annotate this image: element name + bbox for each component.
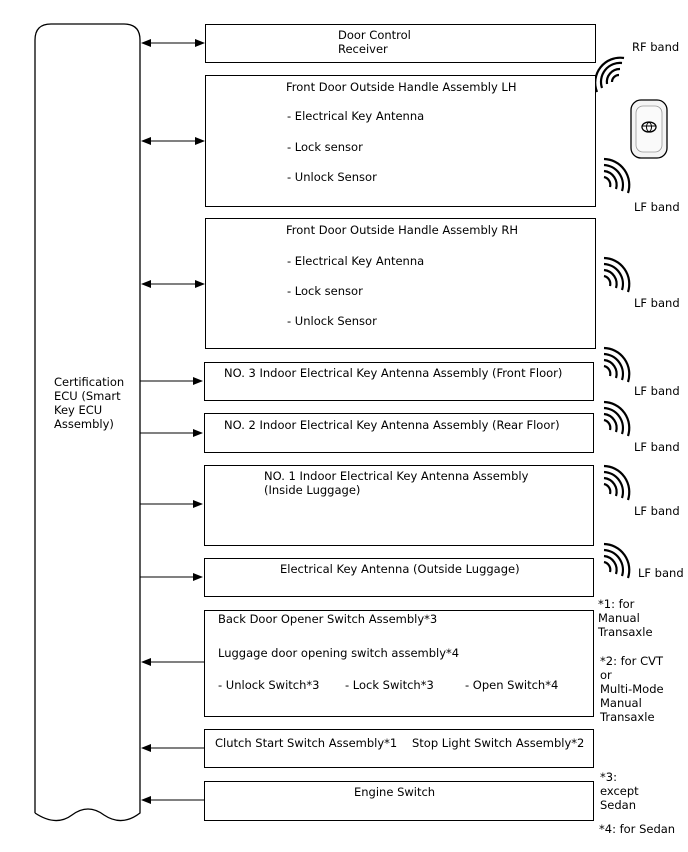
lf-band-label: LF band (634, 296, 680, 310)
lf-band-label: LF band (634, 200, 680, 214)
note-line: *1: for (598, 597, 635, 611)
lf-band-label: LF band (634, 384, 680, 398)
radio-wave-icon-no2 (603, 400, 631, 437)
note-1: *1: for Manual Transaxle (598, 597, 653, 639)
lf-band-label: LF band (638, 566, 684, 580)
note-line: or (600, 668, 612, 682)
engine-switch-box (204, 781, 594, 821)
no1-label-line: (Inside Luggage) (264, 483, 361, 497)
front-door-handle-rh-box (205, 218, 596, 349)
backdoor-line1: Back Door Opener Switch Assembly*3 (218, 612, 438, 626)
outside-luggage-antenna-box (204, 558, 594, 597)
no2-label: NO. 2 Indoor Electrical Key Antenna Asse… (224, 418, 560, 432)
backdoor-line2: Luggage door opening switch assembly*4 (218, 646, 460, 660)
back-door-switch-box (204, 610, 594, 717)
lh-item: - Unlock Sensor (287, 170, 377, 184)
outside-label: Electrical Key Antenna (Outside Luggage) (280, 562, 520, 576)
engine-label: Engine Switch (354, 785, 436, 799)
lh-title: Front Door Outside Handle Assembly LH (286, 80, 517, 94)
radio-wave-icon-rh (603, 256, 631, 293)
smart-key-fob-icon (630, 99, 668, 159)
note-line: Multi-Mode (600, 682, 664, 696)
note-line: Manual (600, 696, 642, 710)
rh-item: - Electrical Key Antenna (287, 254, 425, 268)
clutch-stoplight-box (204, 729, 594, 768)
radio-wave-icon-lh (603, 157, 631, 194)
front-door-handle-lh-box (205, 75, 596, 207)
ecu-label-line: ECU (Smart (54, 389, 121, 403)
note-line: *2: for CVT (600, 654, 663, 668)
no3-label: NO. 3 Indoor Electrical Key Antenna Asse… (224, 366, 563, 380)
radio-wave-icon-no3 (603, 346, 631, 383)
open-switch-label: - Open Switch*4 (465, 678, 559, 692)
note-line: except (600, 784, 639, 798)
radio-wave-icon-no1 (603, 464, 631, 501)
door-control-receiver-box (205, 24, 596, 63)
receiver-label-line: Door Control (338, 28, 411, 42)
no3-antenna-box (204, 362, 594, 401)
receiver-label: Door Control Receiver (338, 28, 411, 56)
rh-item: - Lock sensor (287, 284, 363, 298)
ecu-label-line: Key ECU (54, 403, 103, 417)
note-4: *4: for Sedan (599, 822, 675, 836)
no1-label-line: NO. 1 Indoor Electrical Key Antenna Asse… (264, 469, 529, 483)
ecu-outline (34, 23, 141, 822)
no2-antenna-box (204, 413, 594, 453)
note-line: Transaxle (600, 710, 655, 724)
note-line: *4: for Sedan (599, 822, 676, 836)
lh-item: - Lock sensor (287, 140, 363, 154)
note-line: *3: (600, 770, 617, 784)
clutch-label: Clutch Start Switch Assembly*1 (215, 736, 398, 750)
rh-title: Front Door Outside Handle Assembly RH (286, 223, 519, 237)
ecu-label-line: Assembly) (54, 417, 114, 431)
lf-band-label: LF band (634, 504, 680, 518)
note-3: *3: except Sedan (600, 770, 639, 812)
unlock-switch-label: - Unlock Switch*3 (218, 678, 320, 692)
no1-antenna-box (204, 465, 594, 546)
note-line: Sedan (600, 798, 637, 812)
lf-band-label: LF band (634, 440, 680, 454)
ecu-label: Certification ECU (Smart Key ECU Assembl… (54, 375, 124, 431)
radio-wave-icon-outside (603, 542, 631, 579)
radio-wave-icon-rf (594, 56, 625, 93)
rh-item: - Unlock Sensor (287, 314, 377, 328)
note-line: Transaxle (598, 625, 653, 639)
receiver-label-line: Receiver (338, 42, 388, 56)
no1-label: NO. 1 Indoor Electrical Key Antenna Asse… (264, 469, 528, 497)
ecu-label-line: Certification (54, 375, 125, 389)
stoplight-label: Stop Light Switch Assembly*2 (412, 736, 585, 750)
note-line: Manual (598, 611, 640, 625)
note-2: *2: for CVT or Multi-Mode Manual Transax… (600, 654, 664, 724)
lh-item: - Electrical Key Antenna (287, 109, 425, 123)
rf-band-label: RF band (632, 40, 680, 54)
lock-switch-label: - Lock Switch*3 (345, 678, 434, 692)
